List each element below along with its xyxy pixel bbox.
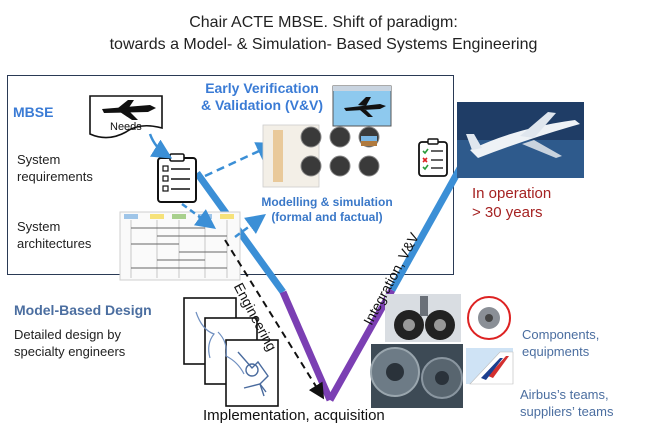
title-line-2: towards a Model- & Simulation- Based Sys… [109, 36, 538, 53]
v-right-purple [326, 288, 396, 402]
v-right-blue [388, 161, 467, 292]
engineering-drawings-stack [183, 297, 279, 407]
vv-dashed-arrow-top [204, 142, 277, 178]
needs-to-requirements-arrow [148, 133, 173, 159]
components-label: Components, equipments [522, 327, 600, 359]
design-dashed-arrow [224, 239, 325, 400]
cockpit-instruments-thumbnail [262, 124, 380, 188]
system-requirements-label: System requirements [17, 152, 93, 184]
in-operation-label: In operation > 30 years [472, 185, 552, 221]
teams-label: Airbus’s teams, suppliers’ teams [520, 387, 614, 419]
implementation-label: Implementation, acquisition [203, 407, 385, 424]
needs-document-icon [89, 95, 163, 139]
modelling-simulation-label: Modelling & simulation (formal and factu… [261, 195, 393, 224]
architecture-diagram-thumbnail [119, 211, 241, 281]
engine-photo [370, 344, 463, 408]
requirements-to-architecture-arrow [181, 202, 217, 229]
requirements-checklist-icon [157, 153, 197, 203]
needs-label: Needs [110, 121, 142, 133]
mbse-heading: MBSE [13, 104, 54, 120]
validation-checklist-icon [418, 138, 448, 177]
detailed-design-label: Detailed design by specialty engineers [14, 327, 126, 359]
wheel-component-photo [467, 296, 511, 340]
early-vv-heading: Early Verification & Validation (V&V) [200, 80, 324, 113]
airline-tail-photo [466, 348, 514, 385]
model-based-design-heading: Model-Based Design [14, 302, 152, 318]
vv-dashed-arrow-bottom [234, 214, 267, 239]
landing-gear-photo [385, 294, 461, 342]
title-line-1: Chair ACTE MBSE. Shift of paradigm: [189, 14, 458, 31]
airliner-photo [457, 102, 584, 178]
simulation-window-thumbnail [332, 85, 392, 127]
system-architectures-label: System architectures [17, 219, 92, 251]
